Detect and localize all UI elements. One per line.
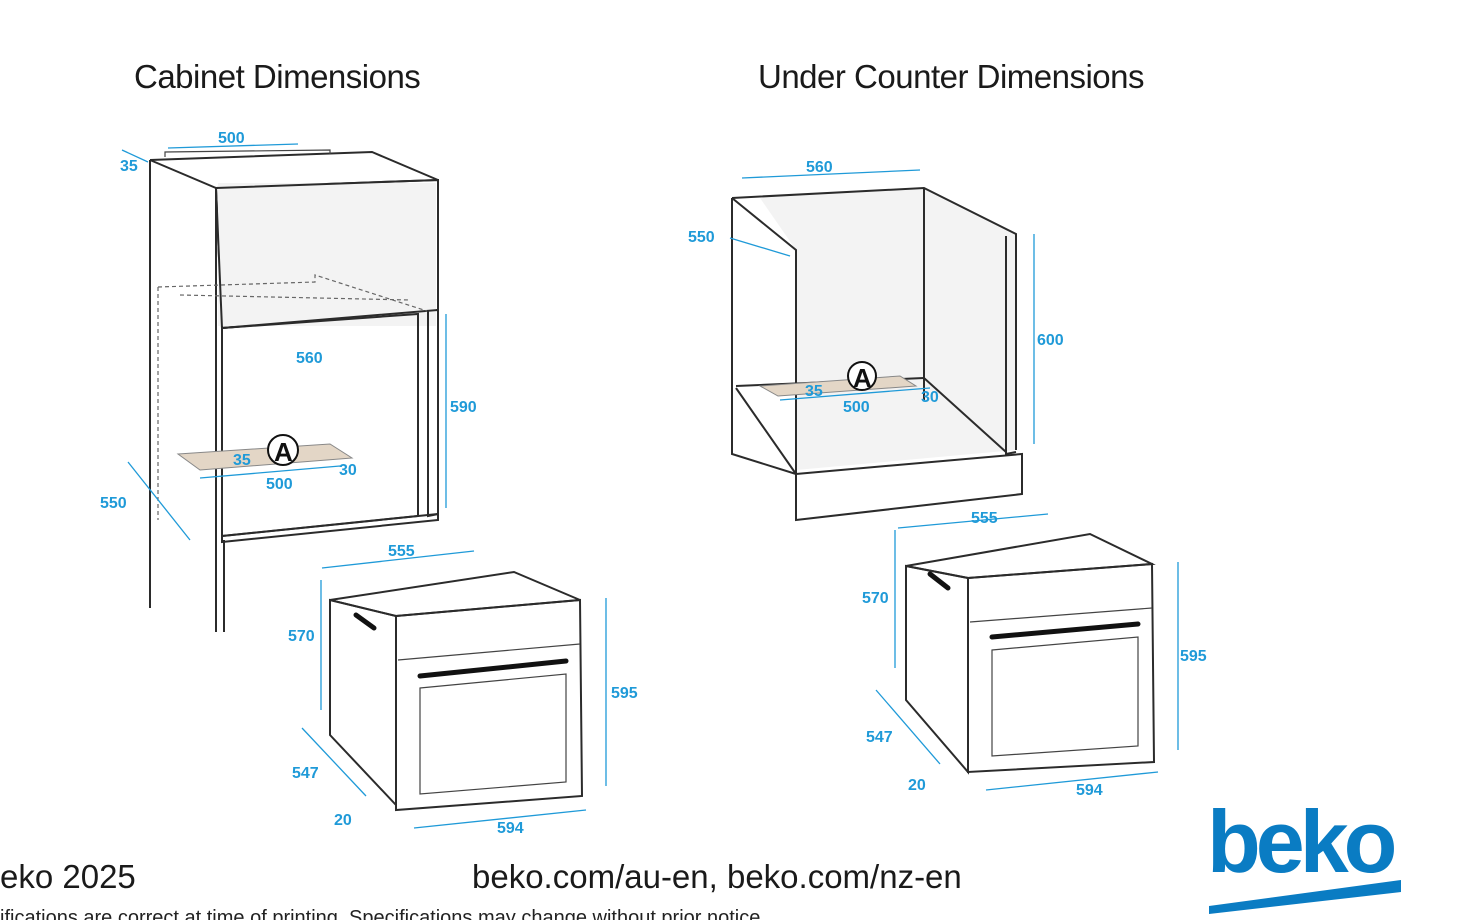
- dim-line-555-under: [897, 513, 1049, 529]
- opening-base: [221, 512, 439, 544]
- under-cabinet-top: [731, 186, 1017, 450]
- under-cabinet-right-panel: [1005, 236, 1017, 456]
- vent-marker-circle: [267, 434, 299, 466]
- cabinet-diagram: A 500 35 560 590 550 35 500 30 55: [100, 130, 638, 837]
- dim-line-500-vent: [199, 465, 341, 479]
- cabinet-oven: 555 570 595 547 20 594: [288, 543, 638, 837]
- oven-side-vent: [353, 612, 377, 631]
- oven-handle: [417, 658, 569, 679]
- dim-under-vent-500: 500: [843, 399, 870, 416]
- dim-20-under: 20: [908, 777, 926, 794]
- dim-550: 550: [100, 495, 127, 512]
- under-oven-side-vent: [927, 571, 951, 591]
- upper-box-top: [149, 150, 439, 181]
- oven-side: [329, 598, 397, 808]
- dim-line-35-top: [121, 149, 149, 163]
- dim-560-under: 560: [806, 159, 833, 176]
- oven-door-window: [419, 673, 567, 795]
- dim-line-500-top: [167, 143, 299, 149]
- dim-594-under: 594: [1076, 782, 1103, 799]
- dim-555: 555: [388, 543, 415, 560]
- dim-590: 590: [450, 399, 477, 416]
- under-oven-front: [967, 562, 1156, 774]
- dim-line-550-under: [729, 237, 791, 257]
- dim-line-555: [321, 550, 475, 569]
- under-counter-diagram: A 560 550 600 35 500 30 555 570 595 54: [688, 159, 1207, 799]
- dim-line-594-under: [985, 771, 1159, 791]
- beko-logo-text: beko: [1207, 798, 1395, 891]
- dim-547-under: 547: [866, 729, 893, 746]
- top-recess: [164, 149, 331, 157]
- dim-line-500-under: [779, 387, 931, 401]
- footer-urls[interactable]: beko.com/au-en, beko.com/nz-en: [472, 858, 962, 895]
- dim-547: 547: [292, 765, 319, 782]
- dim-570-under: 570: [862, 590, 889, 607]
- dim-570: 570: [288, 628, 315, 645]
- dim-line-547-under: [875, 689, 941, 765]
- under-oven-handle: [989, 621, 1141, 640]
- dim-35-top: 35: [120, 158, 138, 175]
- dim-594: 594: [497, 820, 524, 837]
- dim-line-560: [741, 169, 921, 179]
- under-cabinet-side: [731, 197, 797, 474]
- dim-560: 560: [296, 350, 323, 367]
- dim-500-top: 500: [218, 130, 245, 147]
- oven-front: [395, 598, 584, 812]
- opening-right-panel: [427, 310, 439, 518]
- dim-595-under: 595: [1180, 648, 1207, 665]
- vent-area: [176, 443, 354, 471]
- opening-outline: [221, 312, 419, 538]
- dim-under-vent-35: 35: [805, 383, 823, 400]
- dim-line-547: [301, 727, 367, 797]
- dim-595: 595: [611, 685, 638, 702]
- under-oven-top: [905, 532, 1156, 580]
- beko-logo-swoosh: [1209, 880, 1401, 914]
- under-cabinet-floor: [735, 377, 1007, 475]
- under-cabinet-left: [731, 198, 797, 475]
- hidden-lines: [157, 274, 431, 520]
- under-vent-marker-circle: [847, 361, 877, 391]
- dim-vent-500: 500: [266, 476, 293, 493]
- footer-copyright: eko 2025: [0, 858, 136, 895]
- dim-vent-35: 35: [233, 452, 251, 469]
- under-oven-side: [905, 564, 969, 775]
- under-counter-dimensions-title: Under Counter Dimensions: [758, 58, 1145, 95]
- dim-vent-30: 30: [339, 462, 357, 479]
- oven-control-panel-line: [397, 643, 581, 661]
- under-counter-oven: 555 570 595 547 20 594: [862, 510, 1207, 799]
- cabinet-dimensions-title: Cabinet Dimensions: [134, 58, 421, 95]
- vent-marker-a: A: [274, 437, 293, 467]
- dim-line-550: [127, 461, 191, 541]
- dim-20: 20: [334, 812, 352, 829]
- dim-under-vent-30: 30: [921, 389, 939, 406]
- dim-555-under: 555: [971, 510, 998, 527]
- under-oven-door-window: [991, 636, 1139, 757]
- dim-600: 600: [1037, 332, 1064, 349]
- under-cabinet-shade: [760, 188, 1016, 470]
- upper-box-shade: [218, 183, 436, 326]
- dim-line-594: [413, 809, 587, 829]
- footer-disclaimer: ifications are correct at time of printi…: [0, 908, 766, 920]
- dim-550-under: 550: [688, 229, 715, 246]
- under-cabinet-drawer: [795, 452, 1023, 522]
- under-vent-marker-a: A: [853, 363, 872, 393]
- beko-logo: beko: [1207, 798, 1401, 914]
- under-oven-control-panel-line: [969, 607, 1153, 623]
